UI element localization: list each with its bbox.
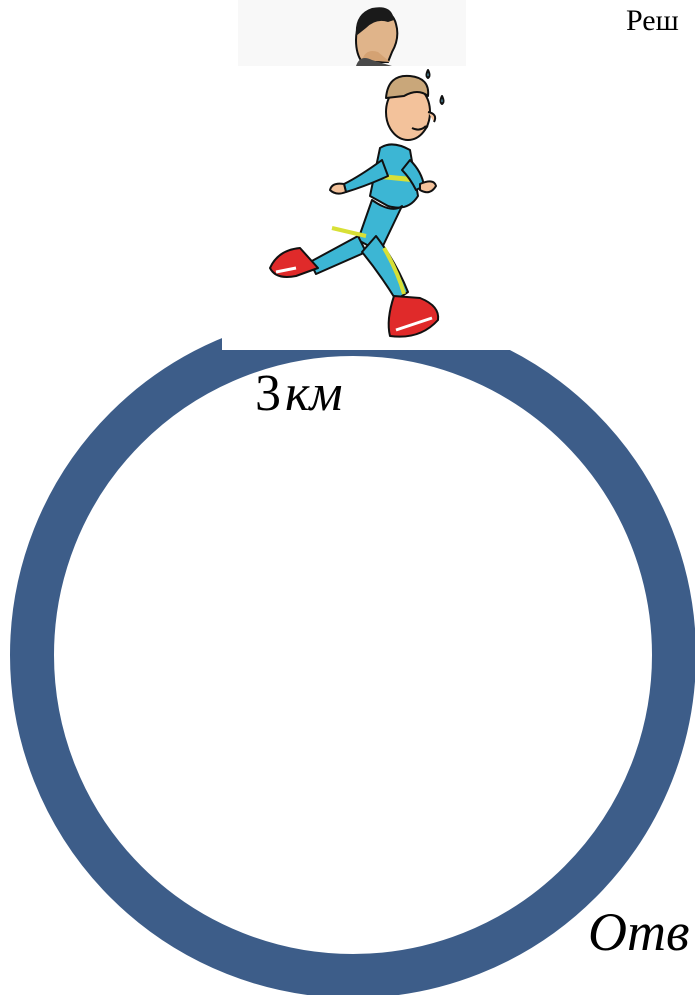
distance-label: 3км <box>255 368 343 420</box>
answer-label: Отв <box>588 905 689 959</box>
track-ring <box>32 334 674 976</box>
header-text: Реш <box>626 6 679 36</box>
distance-unit: км <box>285 365 343 422</box>
head-image-background <box>238 0 466 66</box>
distance-number: 3 <box>255 365 281 422</box>
